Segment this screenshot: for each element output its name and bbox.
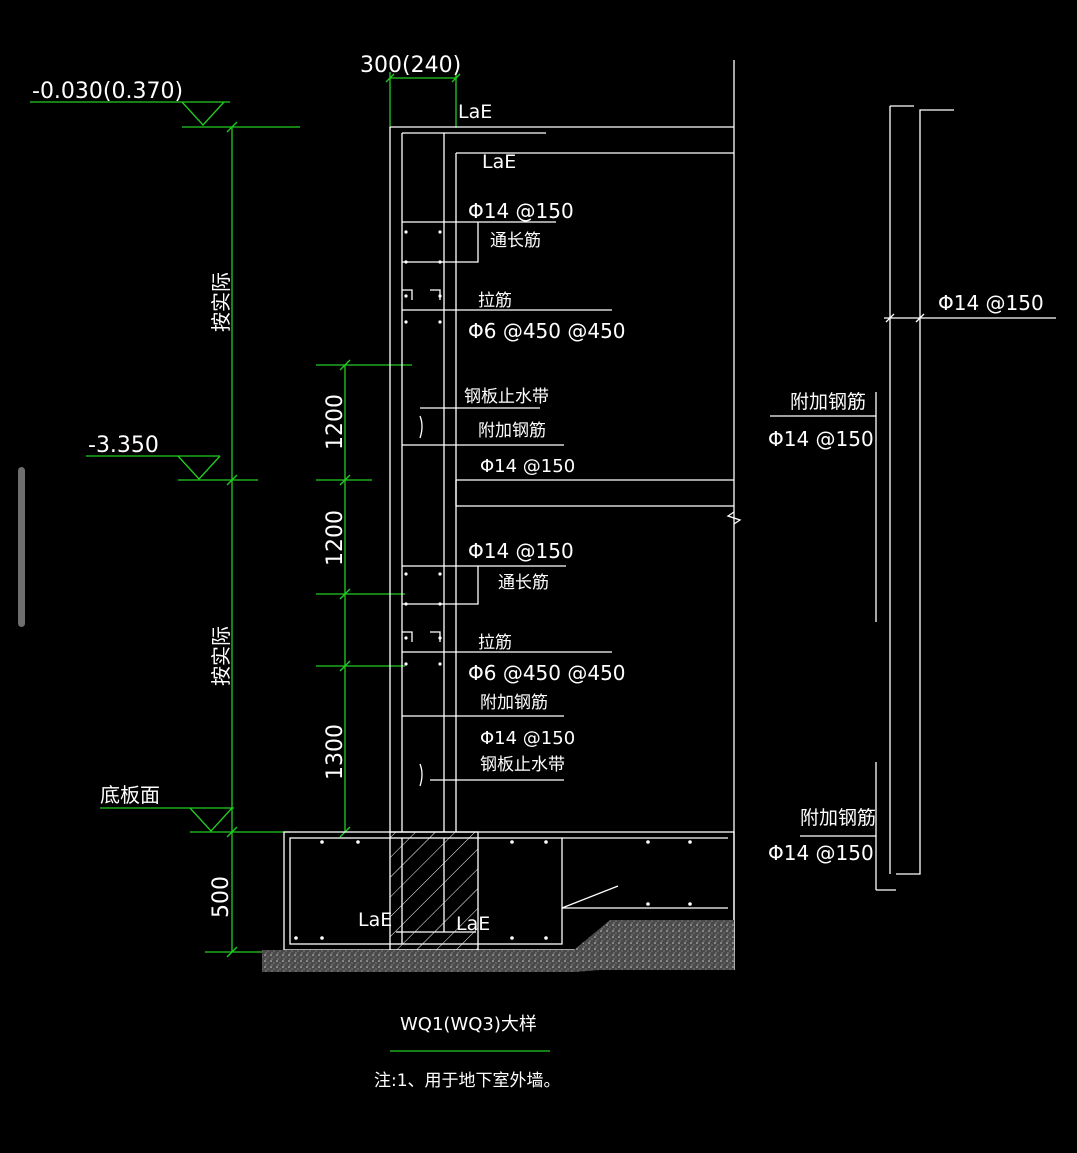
- additional-bar-label-2: 附加钢筋: [480, 693, 548, 713]
- dimension-lines: [30, 72, 550, 1052]
- waterstop-label-2: 钢板止水带: [480, 755, 565, 775]
- drawing-title: WQ1(WQ3)大样: [400, 1014, 537, 1035]
- wall-thickness-label: 300(240): [360, 53, 461, 78]
- dim-lower-span: 按实际: [209, 626, 233, 686]
- rebar-label-4: Φ14 @150: [480, 728, 575, 749]
- rebar-label-right-1: Φ14 @150: [938, 291, 1044, 315]
- lae-label-3: LaE: [358, 909, 392, 931]
- tie-bar-label-1: 拉筋: [478, 291, 512, 311]
- slab-face-label: 底板面: [100, 783, 160, 807]
- vertical-scrollbar[interactable]: [18, 467, 25, 627]
- rebar-label-1: Φ14 @150: [468, 199, 574, 223]
- lae-label-4: LaE: [456, 913, 490, 935]
- tie-bar-label-2: 拉筋: [478, 633, 512, 653]
- elevation-mid-label: -3.350: [88, 433, 159, 458]
- waterstop-label-1: 钢板止水带: [464, 387, 549, 407]
- rebar-label-3: Φ14 @150: [468, 539, 574, 563]
- dim-500: 500: [209, 876, 234, 918]
- rebar-label-2: Φ14 @150: [480, 456, 575, 477]
- dim-1200-lower: 1200: [323, 510, 348, 566]
- additional-bar-label-right-2: 附加钢筋: [800, 807, 876, 829]
- wall-structure: [262, 60, 1056, 972]
- rebar-label-right-2: Φ14 @150: [768, 427, 874, 451]
- dim-1200-upper: 1200: [323, 394, 348, 450]
- labels: 300(240) -0.030(0.370) -3.350 底板面 LaE La…: [32, 53, 1044, 1091]
- rebar-dots: [294, 230, 692, 940]
- elevation-top-label: -0.030(0.370): [32, 79, 183, 104]
- through-bar-label-2: 通长筋: [498, 573, 549, 593]
- drawing-note: 注:1、用于地下室外墙。: [374, 1071, 561, 1091]
- dim-upper-span: 按实际: [209, 272, 233, 332]
- through-bar-label-1: 通长筋: [490, 231, 541, 251]
- lae-label-2: LaE: [482, 151, 516, 173]
- additional-bar-label-right-1: 附加钢筋: [790, 391, 866, 413]
- additional-bar-label-1: 附加钢筋: [478, 421, 546, 441]
- lae-label-1: LaE: [458, 101, 492, 123]
- rebar-6-label-2: Φ6 @450 @450: [468, 661, 626, 685]
- rebar-label-right-3: Φ14 @150: [768, 841, 874, 865]
- dim-1300: 1300: [323, 724, 348, 780]
- rebar-6-label-1: Φ6 @450 @450: [468, 319, 626, 343]
